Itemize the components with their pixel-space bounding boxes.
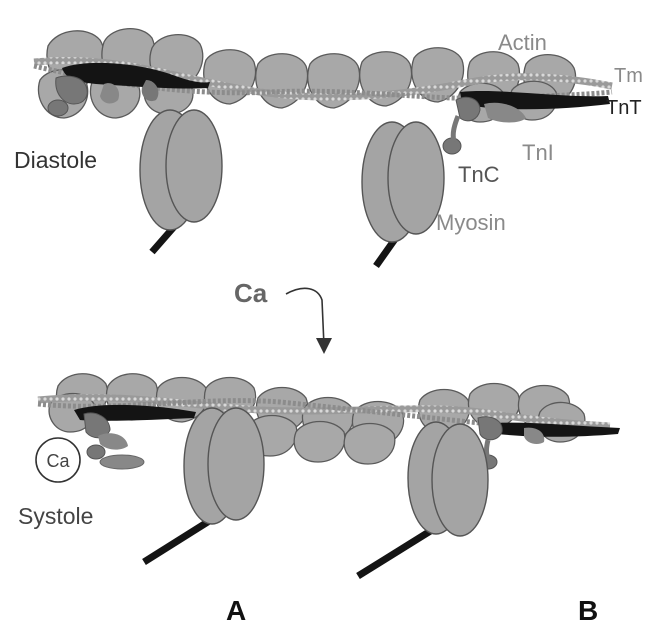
label-panel-a: A — [226, 595, 246, 621]
label-tnc: TnC — [458, 162, 500, 187]
label-diastole: Diastole — [14, 147, 97, 173]
label-panel-b: B — [578, 595, 598, 621]
label-tni: TnI — [522, 140, 554, 165]
label-myosin: Myosin — [436, 210, 506, 235]
label-systole: Systole — [18, 503, 93, 529]
label-tm: Tm — [614, 65, 643, 87]
myosin-head-diastole-b — [362, 122, 444, 266]
label-tnt: TnT — [606, 97, 642, 119]
label-calcium: Ca — [234, 278, 268, 308]
myosin-head-diastole-a — [140, 110, 222, 252]
label-calcium-bound: Ca — [46, 451, 70, 471]
calcium-arrow — [286, 288, 324, 346]
label-actin: Actin — [498, 30, 547, 55]
calcium-arrowhead — [316, 338, 332, 354]
myosin-head-systole-a — [144, 408, 264, 562]
troponin-complex-systole-left — [74, 405, 196, 469]
